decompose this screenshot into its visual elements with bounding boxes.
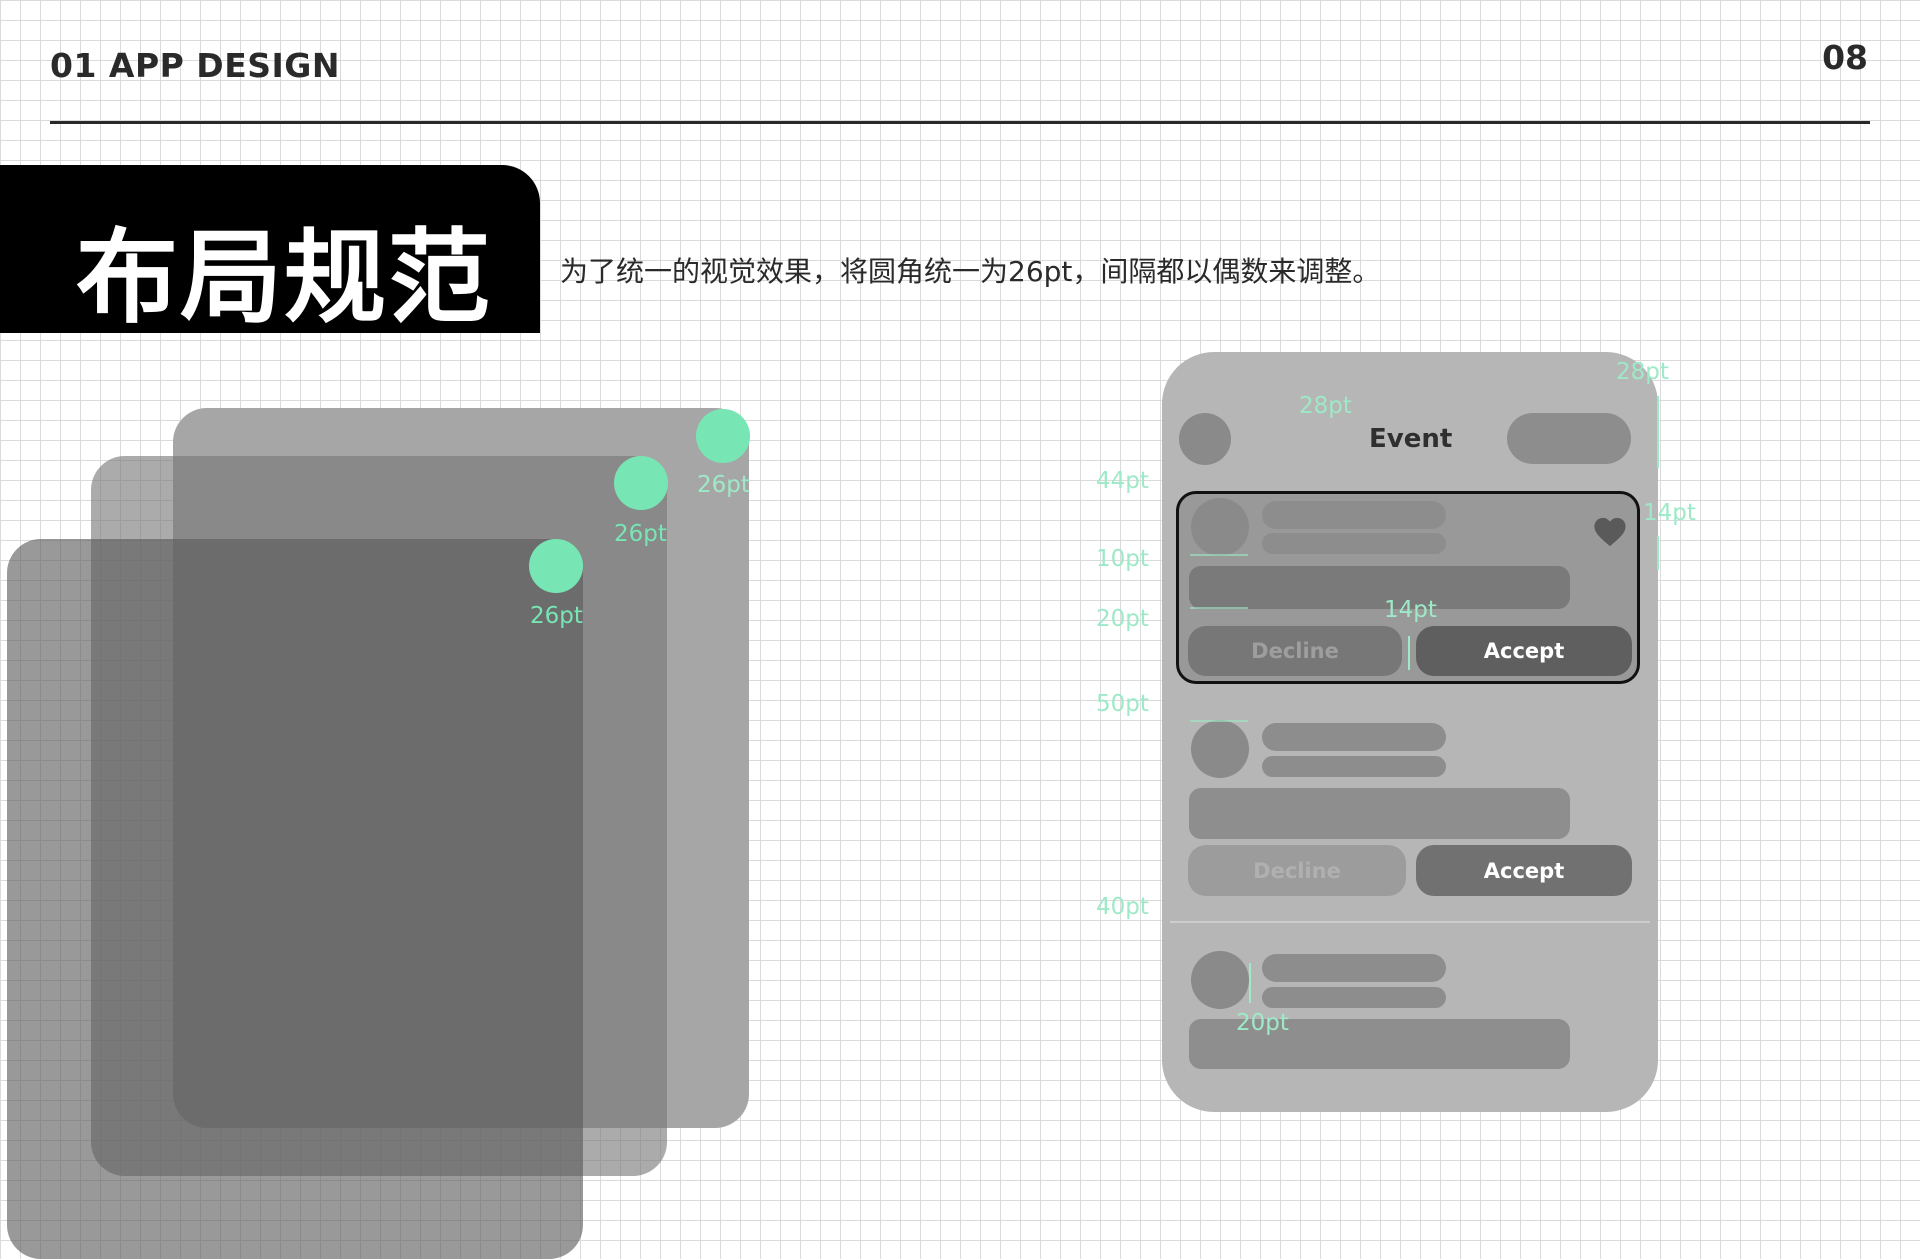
card-body-bar [1189, 788, 1570, 839]
measure-line [1190, 554, 1248, 556]
measure-label: 28pt [1616, 359, 1669, 385]
measure-line [1249, 963, 1251, 1003]
measure-line [1408, 636, 1410, 670]
page-title: 布局规范 [76, 219, 492, 338]
header-action-pill[interactable] [1507, 413, 1631, 464]
measure-label: 14pt [1384, 597, 1437, 623]
layer-card-front [7, 539, 583, 1259]
card-line-sub [1262, 756, 1446, 777]
decline-button[interactable]: Decline [1188, 626, 1402, 676]
measure-label: 20pt [1096, 606, 1149, 632]
decline-button[interactable]: Decline [1188, 845, 1406, 896]
measure-label: 10pt [1096, 546, 1149, 572]
card-avatar [1191, 498, 1249, 556]
measure-label: 14pt [1643, 500, 1696, 526]
page-number: 08 [1822, 38, 1868, 77]
measure-label: 44pt [1096, 468, 1149, 494]
measure-label: 20pt [1236, 1010, 1289, 1036]
corner-label-middle: 26pt [614, 521, 667, 547]
card-avatar [1191, 720, 1249, 778]
card-line-title [1262, 501, 1446, 529]
section-title: 01 APP DESIGN [50, 46, 340, 85]
measure-label: 40pt [1096, 894, 1149, 920]
accept-button[interactable]: Accept [1416, 626, 1632, 676]
measure-line [1190, 607, 1248, 609]
heart-icon[interactable] [1593, 516, 1627, 548]
measure-line [1190, 720, 1248, 722]
measure-line [1657, 536, 1659, 570]
corner-dot-back [696, 409, 750, 463]
card-line-sub [1262, 987, 1446, 1008]
corner-dot-middle [614, 456, 668, 510]
header-divider [50, 121, 1870, 124]
card-avatar [1191, 951, 1249, 1009]
accept-button[interactable]: Accept [1416, 845, 1632, 896]
card-body-bar [1189, 566, 1570, 609]
phone-title: Event [1369, 424, 1453, 454]
measure-line [1657, 396, 1659, 468]
card-divider [1170, 921, 1650, 923]
card-line-sub [1262, 533, 1446, 554]
corner-label-front: 26pt [530, 603, 583, 629]
measure-label: 28pt [1299, 393, 1352, 419]
corner-label-back: 26pt [697, 472, 750, 498]
corner-dot-front [529, 539, 583, 593]
card-line-title [1262, 723, 1446, 751]
card-body-bar [1189, 1019, 1570, 1069]
avatar [1179, 413, 1231, 465]
measure-label: 50pt [1096, 691, 1149, 717]
description: 为了统一的视觉效果，将圆角统一为26pt，间隔都以偶数来调整。 [560, 255, 1381, 288]
title-block [0, 165, 540, 333]
card-line-title [1262, 954, 1446, 982]
